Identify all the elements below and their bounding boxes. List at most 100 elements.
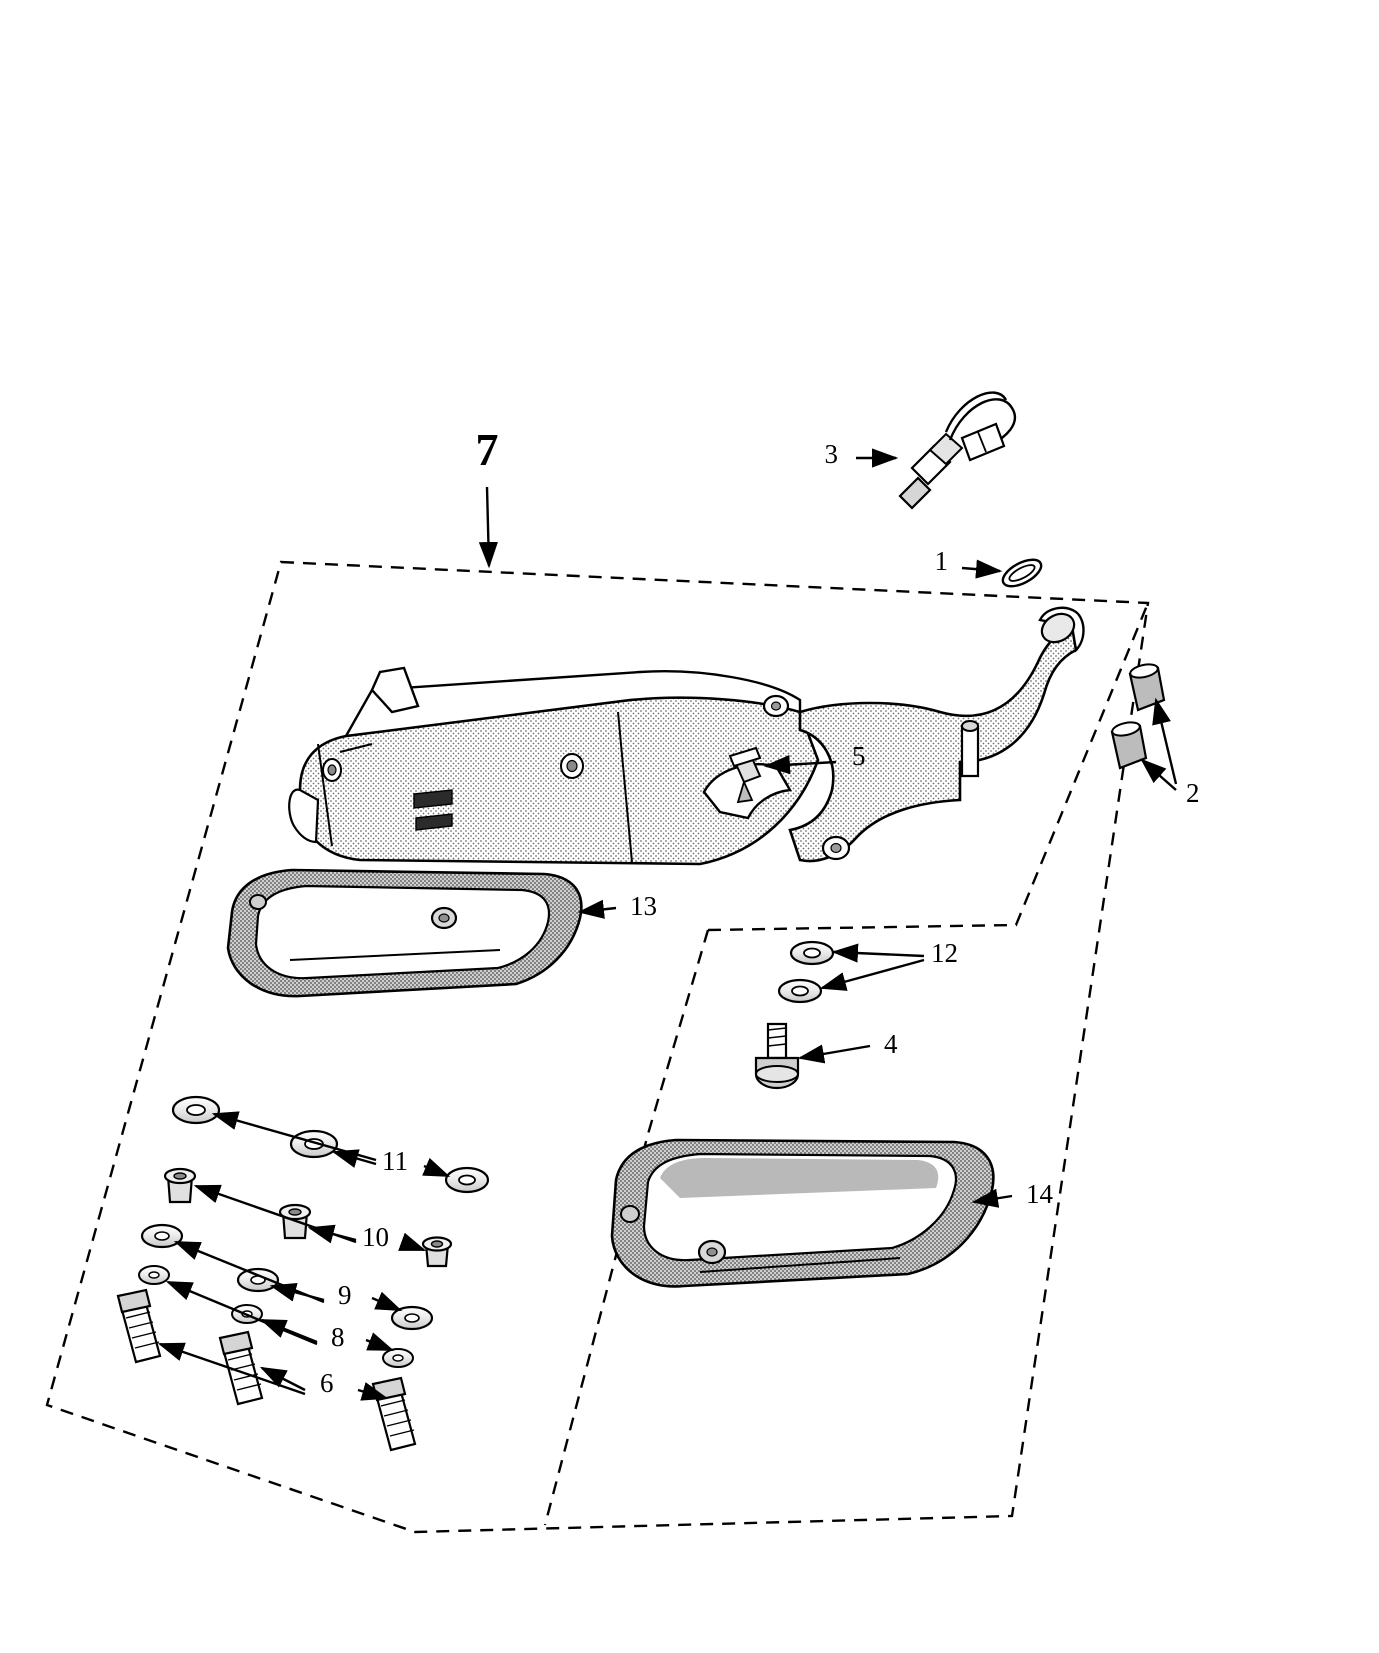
callout-label-3: 3 <box>825 439 839 469</box>
part-10-spacer-c-hole <box>430 1240 444 1248</box>
muffler-body <box>288 666 820 866</box>
part-5-screw-head <box>728 746 762 768</box>
header-flange-mouth <box>1040 612 1076 644</box>
header-boss-top <box>961 720 979 732</box>
muffler-rivet-mid-inner <box>566 759 578 773</box>
part-3-sensor-body <box>928 432 964 466</box>
header-boss-stud <box>960 724 980 778</box>
part-11-washer-a-hole <box>186 1104 206 1116</box>
leader-11c <box>422 1157 451 1178</box>
part-10-spacers <box>163 1167 453 1268</box>
leader-12b <box>819 958 925 991</box>
exhaust-header-pipe <box>788 624 1078 863</box>
mount-eye-right-hole <box>830 842 842 854</box>
leader-1 <box>961 559 1003 579</box>
part-5-screw <box>728 746 762 804</box>
muffler-rivet-left-inner <box>327 764 337 776</box>
callout-label-6: 6 <box>320 1368 334 1398</box>
part-11-washers-large <box>171 1095 490 1194</box>
part-10-spacer-a-hole <box>173 1172 187 1180</box>
part-14-shield-hole-mid-inner <box>706 1247 718 1257</box>
leader-9b <box>173 1240 325 1304</box>
group-boundaries <box>45 560 1150 1534</box>
part-13-heat-shield-upper <box>226 868 583 998</box>
leader-6c <box>357 1382 389 1401</box>
callout-label-12: 12 <box>931 938 958 968</box>
leader-14 <box>971 1188 1013 1208</box>
part-1-gasket <box>1001 558 1043 588</box>
group-hardware-dashed-outline <box>707 602 1150 932</box>
part-14-shield-hole-left <box>620 1205 640 1223</box>
callout-label-10: 10 <box>362 1222 389 1252</box>
part-10-spacer-b-hole <box>288 1208 302 1216</box>
callout-label-11: 11 <box>382 1146 408 1176</box>
callout-label-14: 14 <box>1026 1179 1054 1209</box>
part-4-flange-bolt <box>754 1022 800 1090</box>
muffler-seam-2 <box>617 711 633 863</box>
part-4-bolt-threads <box>767 1027 787 1047</box>
group-hardware-dashed-left <box>543 929 710 1526</box>
part-3-sensor-cable-2 <box>944 391 1008 433</box>
leader-11b <box>211 1111 377 1162</box>
part-14-shield-ridge <box>699 1257 901 1273</box>
leader-5 <box>763 755 837 775</box>
leader-10c <box>398 1232 427 1252</box>
part-2-bushings <box>1110 663 1166 770</box>
callout-label-1: 1 <box>935 546 949 576</box>
muffler-label-plate-2 <box>415 813 453 831</box>
mount-eye-upper-hole <box>770 701 782 711</box>
leader-8b <box>165 1280 318 1346</box>
callout-labels: 7 1 2 3 4 5 6 8 9 10 11 12 13 14 <box>320 424 1200 1398</box>
callout-label-8: 8 <box>331 1322 345 1352</box>
muffler-weld-line <box>339 743 373 753</box>
leader-9c <box>371 1291 403 1312</box>
muffler-end-cap-left <box>288 788 320 844</box>
muffler-bracket-top <box>370 666 420 714</box>
callout-leader-lines <box>157 448 1178 1401</box>
part-2-bushing-upper-top <box>1129 663 1159 679</box>
part-3-sensor-tip <box>898 476 932 510</box>
part-12-washer-bottom-hole <box>791 985 809 997</box>
muffler-label-plate-1 <box>413 789 453 809</box>
leader-4 <box>797 1044 871 1064</box>
muffler-seam-1 <box>317 743 333 847</box>
part-8-washer-a-hole <box>148 1271 160 1279</box>
part-8-washer-c-hole <box>392 1354 404 1362</box>
callout-label-7: 7 <box>476 424 499 475</box>
callout-label-5: 5 <box>852 741 866 771</box>
callout-label-4: 4 <box>884 1029 898 1059</box>
header-pipe <box>702 606 1085 863</box>
part-3-sensor-cable <box>948 398 1016 446</box>
part-4-bolt-flange <box>755 1065 799 1083</box>
leader-6b <box>157 1342 306 1396</box>
part-3-oxygen-sensor <box>898 391 1016 510</box>
part-14-shield-shadow <box>660 1158 939 1198</box>
part-13-shield-inner <box>254 884 551 980</box>
part-13-shield-hole-left <box>249 894 267 910</box>
part-1-ring-inner <box>1008 564 1036 582</box>
part-6-bolt-a <box>116 1288 162 1364</box>
leader-7 <box>478 486 498 569</box>
callout-label-9: 9 <box>338 1280 352 1310</box>
leader-6a <box>259 1366 306 1392</box>
part-12-washer-top-hole <box>803 947 821 959</box>
part-5-screw-tip <box>736 779 754 804</box>
part-12-washers <box>777 940 835 1004</box>
part-11-washer-c-hole <box>458 1174 476 1186</box>
part-9-washer-c-hole <box>404 1313 420 1323</box>
part-9-washers-medium <box>140 1223 434 1331</box>
part-3-connector-line <box>977 431 987 453</box>
part-6-bolt-c <box>371 1376 417 1452</box>
part-2-bushing-lower-top <box>1111 721 1141 737</box>
callout-label-13: 13 <box>630 891 657 921</box>
leader-13 <box>577 899 617 919</box>
callout-label-2: 2 <box>1186 778 1200 808</box>
leader-8c <box>365 1332 395 1352</box>
leader-10b <box>193 1184 357 1244</box>
part-3-connector <box>960 422 1006 462</box>
part-6-bolt-b <box>218 1330 264 1406</box>
leader-11a <box>331 1149 377 1168</box>
part-9-washer-a-hole <box>154 1231 170 1241</box>
